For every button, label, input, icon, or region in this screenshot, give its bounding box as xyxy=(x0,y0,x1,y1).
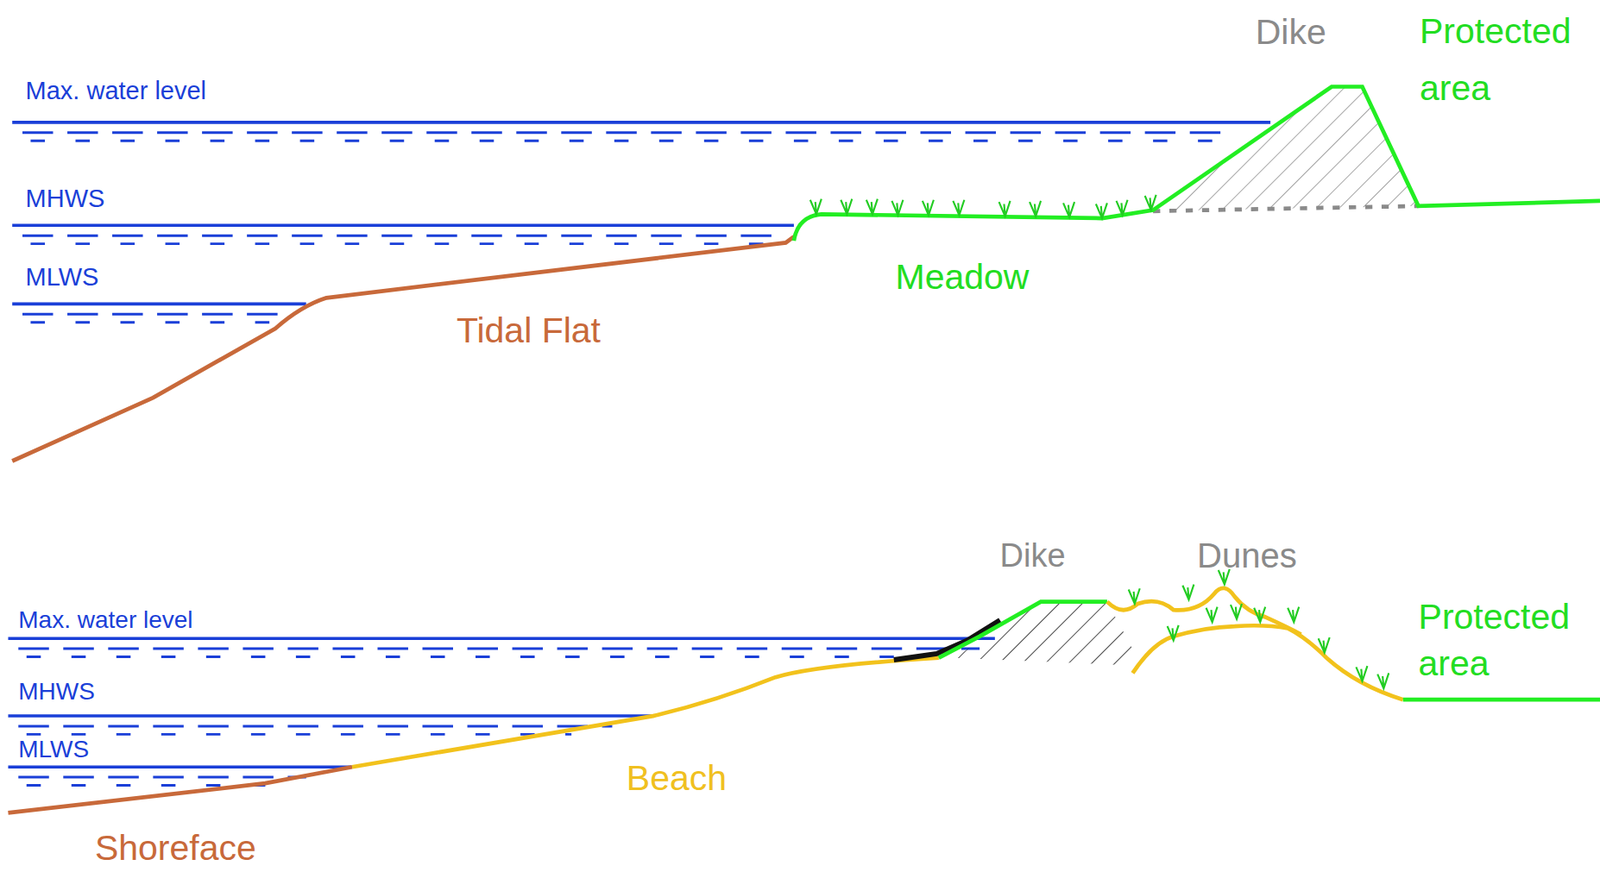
zone-label: Beach xyxy=(626,758,727,800)
grass-tuft xyxy=(952,200,964,216)
grass-tuft xyxy=(922,200,934,216)
grass-tuft xyxy=(1167,625,1179,642)
grass-tuft xyxy=(1182,585,1194,601)
grass-tuft xyxy=(1096,202,1108,219)
dunes-label: Dunes xyxy=(1196,535,1298,576)
grass-tuft xyxy=(1287,607,1299,624)
grass-tuft xyxy=(1128,588,1141,605)
grass-tuft xyxy=(891,200,903,216)
grass-tuft xyxy=(1355,666,1367,682)
grass-tuft xyxy=(1377,673,1389,689)
water-level-label: Max. water level xyxy=(18,606,193,635)
protected-area-label: Protected area xyxy=(1418,594,1596,687)
grass-tuft xyxy=(1063,201,1075,218)
zone-label: Shoreface xyxy=(94,828,257,870)
water-level-label: Max. water level xyxy=(25,76,208,106)
water-level-label: MHWS xyxy=(18,678,95,706)
zone-label: Tidal Flat xyxy=(456,310,601,352)
water-level-label: MHWS xyxy=(25,184,106,214)
grass-tuft xyxy=(866,199,878,215)
grass-tuft xyxy=(1116,200,1128,216)
grass-tuft xyxy=(810,199,822,215)
protected-area-label: Protected area xyxy=(1419,3,1597,117)
grass-tuft xyxy=(840,199,852,215)
water-level-label: MLWS xyxy=(25,263,100,292)
grass-tuft xyxy=(1145,195,1157,211)
grass-tuft xyxy=(1230,604,1242,620)
grass-tuft xyxy=(1253,607,1266,624)
dike-label: Dike xyxy=(1000,537,1066,576)
water-level-label: MLWS xyxy=(18,736,89,764)
grass-tuft xyxy=(1206,607,1218,624)
dike-label: Dike xyxy=(1255,12,1327,53)
grass-tuft xyxy=(1029,201,1041,217)
grass-tuft xyxy=(999,201,1011,217)
zone-label: Meadow xyxy=(895,257,1030,298)
grass-tuft xyxy=(1318,637,1330,654)
